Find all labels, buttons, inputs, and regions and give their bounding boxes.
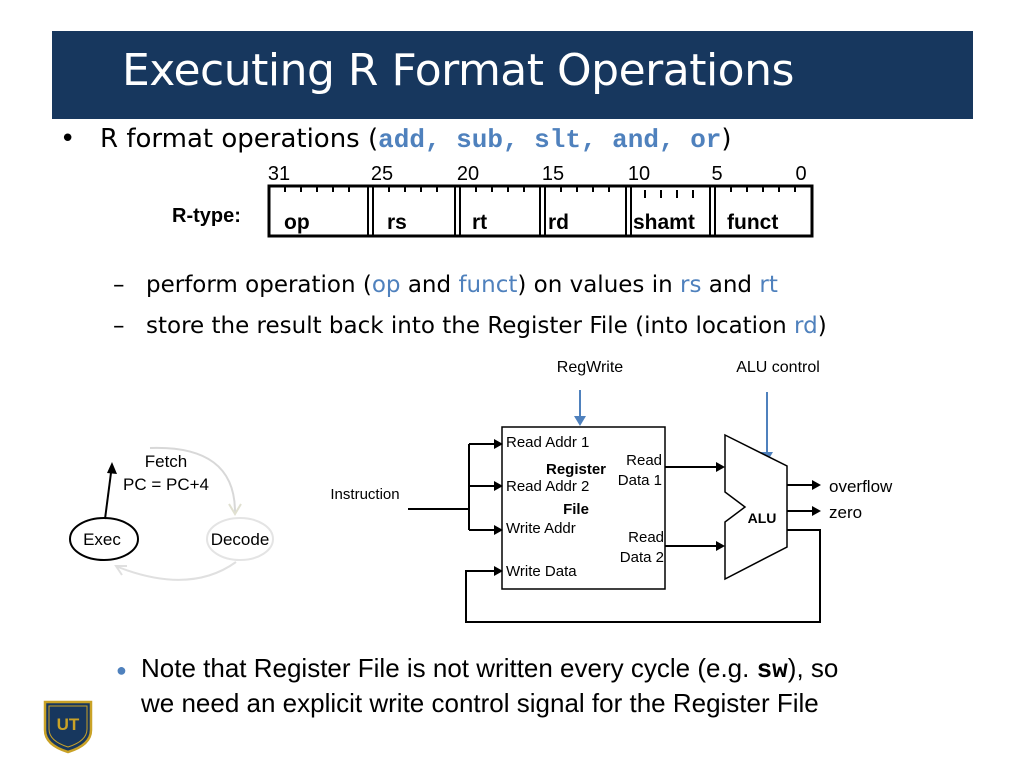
note-code: sw: [756, 655, 788, 685]
title-bar: Executing R Format Operations: [52, 31, 973, 119]
dash-2: –: [113, 313, 125, 339]
field-funct: funct: [727, 211, 778, 234]
cycle-fetch-label: Fetch: [145, 452, 188, 471]
sb1-p2: and: [400, 272, 459, 298]
sb1-rt: rt: [759, 272, 778, 298]
write-addr-label: Write Addr: [506, 520, 576, 537]
field-shamt: shamt: [633, 211, 695, 234]
cycle-exec-label: Exec: [83, 530, 121, 549]
field-rs: rs: [387, 211, 407, 234]
datapath-diagram: RegWrite ALU control Instruction: [330, 359, 893, 623]
instruction-label: Instruction: [330, 486, 399, 503]
ut-logo: UT: [43, 700, 93, 754]
sb1-funct: funct: [458, 272, 518, 298]
bullet-marker: •: [60, 124, 76, 154]
read-data2-read: Read: [628, 529, 664, 546]
file-label: File: [563, 501, 589, 518]
rtype-label: R-type:: [172, 205, 241, 227]
bit-31: 31: [268, 163, 290, 185]
sb1-rs: rs: [680, 272, 702, 298]
alu-label: ALU: [748, 510, 777, 526]
bullet-prefix: R format operations (: [100, 124, 379, 154]
zero-label: zero: [829, 503, 862, 522]
bit-0: 0: [795, 163, 806, 185]
cycle-pc-label: PC = PC+4: [123, 475, 209, 494]
sub-bullet-1-text: perform operation (op and funct) on valu…: [146, 272, 778, 298]
bit-15: 15: [542, 163, 564, 185]
sub-bullet-2-text: store the result back into the Register …: [146, 313, 827, 339]
regwrite-arrow: [574, 416, 586, 426]
note-line-1: Note that Register File is not written e…: [141, 653, 838, 685]
register-file: [501, 426, 666, 590]
overflow-label: overflow: [829, 477, 893, 496]
note-p2: ), so: [787, 653, 839, 683]
field-rd: rd: [548, 211, 569, 234]
sb1-p1: perform operation (: [146, 272, 372, 298]
sub-bullet-2: –: [113, 313, 125, 339]
sb2-p2: ): [817, 313, 827, 339]
ut-logo-text: UT: [57, 715, 80, 734]
note-marker: ●: [116, 660, 127, 680]
bit-25: 25: [371, 163, 393, 185]
read-addr2-label: Read Addr 2: [506, 478, 589, 495]
bit-10: 10: [628, 163, 650, 185]
sb1-p4: and: [701, 272, 760, 298]
main-bullet-text: R format operations (add, sub, slt, and,…: [100, 124, 732, 155]
sb1-p3: ) on values in: [517, 272, 680, 298]
sb1-op: op: [371, 272, 401, 298]
field-op: op: [284, 211, 310, 234]
bit-20: 20: [457, 163, 479, 185]
bullet-suffix: ): [721, 124, 732, 154]
read-data1-read: Read: [626, 452, 662, 469]
alu-shape: [724, 433, 788, 581]
sb2-p1: store the result back into the Register …: [146, 313, 795, 339]
dash-1: –: [113, 272, 125, 298]
slide-title: Executing R Format Operations: [122, 45, 794, 96]
decode-ellipse: [206, 517, 274, 561]
write-data-label: Write Data: [506, 563, 577, 580]
exec-to-fetch-arrow: [104, 464, 113, 520]
exec-ellipse: [69, 517, 139, 561]
note-p1: Note that Register File is not written e…: [141, 653, 757, 683]
bullet-ops: add, sub, slt, and, or: [378, 125, 722, 155]
instruction-cycle-diagram: Fetch PC = PC+4 Exec Decode: [69, 446, 274, 581]
read-addr1-label: Read Addr 1: [506, 434, 589, 451]
main-bullet: •: [60, 124, 75, 154]
read-data1-label: Data 1: [618, 472, 662, 489]
register-label: Register: [546, 461, 606, 478]
alu-control-label: ALU control: [736, 359, 820, 376]
cycle-decode-label: Decode: [211, 530, 270, 549]
field-rt: rt: [472, 211, 487, 234]
sub-bullet-1: –: [113, 272, 125, 298]
regwrite-label: RegWrite: [557, 359, 623, 376]
sb2-rd: rd: [794, 313, 818, 339]
read-data2-label: Data 2: [620, 549, 664, 566]
note-line-2: we need an explicit write control signal…: [141, 688, 819, 718]
bit-5: 5: [711, 163, 722, 185]
